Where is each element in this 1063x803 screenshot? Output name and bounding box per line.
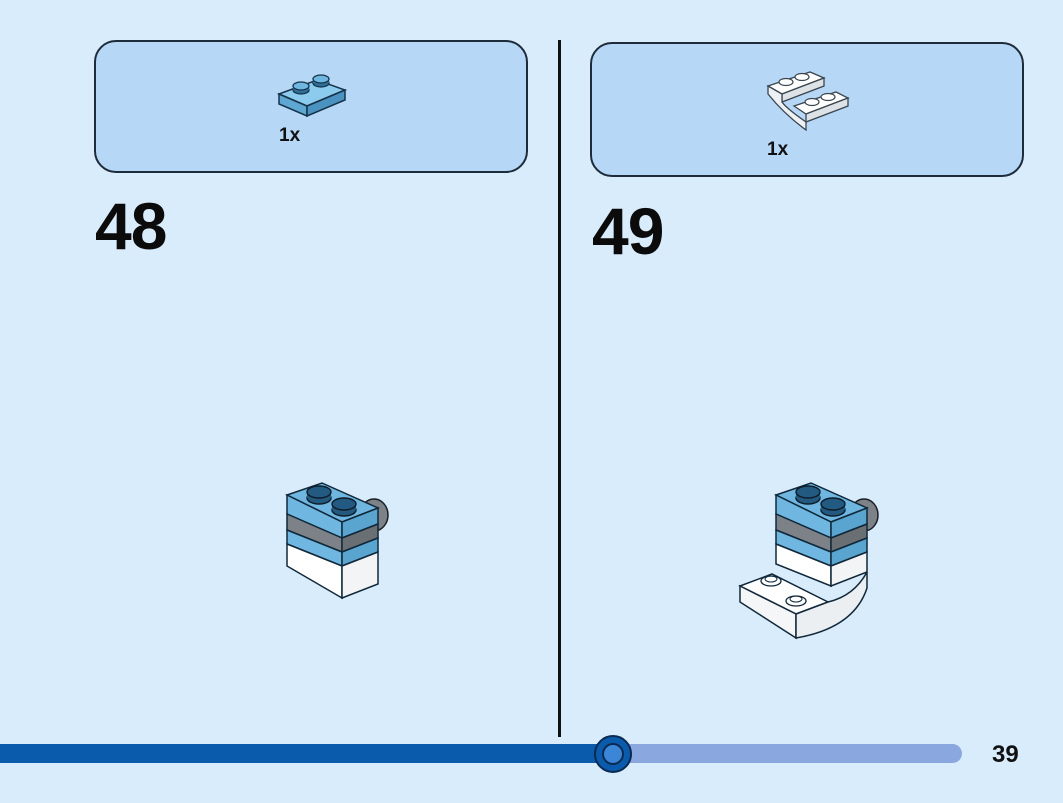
page-number: 39 — [992, 741, 1019, 768]
part-quantity: 1x — [767, 139, 789, 160]
step-number: 48 — [95, 189, 167, 263]
progress-knob-icon — [594, 735, 632, 773]
part-quantity: 1x — [279, 125, 301, 146]
step-divider — [558, 40, 561, 737]
light-blue-plate-1x2-icon — [277, 74, 348, 118]
step-number: 49 — [592, 194, 664, 268]
build-model-step-49 — [738, 482, 879, 640]
progress-fill — [0, 744, 628, 763]
parts-callout-step-48: 1x — [94, 40, 528, 173]
white-inverted-slope-2x2-icon — [766, 71, 850, 132]
build-model-step-48 — [285, 482, 389, 600]
parts-callout-step-49: 1x — [590, 42, 1024, 177]
